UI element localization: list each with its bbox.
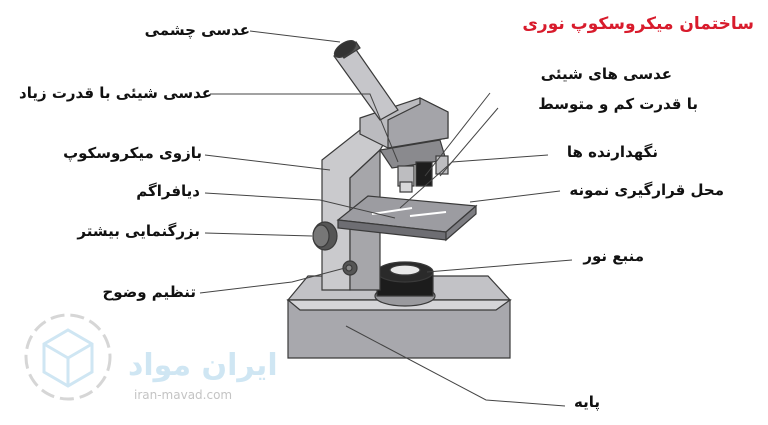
microscope-head: [333, 40, 449, 149]
coarse-focus-knob: [312, 221, 338, 251]
light-source: [374, 261, 436, 307]
label-base: پایه: [574, 393, 600, 411]
watermark-logo-icon: [24, 313, 112, 401]
label-diaphragm: دیافراگم: [136, 182, 200, 200]
leader-lines: [199, 30, 573, 407]
objective-turret: [378, 139, 449, 193]
label-light-source: منبع نور: [583, 247, 644, 265]
label-eyepiece: عدسی چشمی: [144, 21, 250, 39]
watermark-url: iran-mavad.com: [134, 388, 233, 402]
label-arm: بازوی میکروسکوپ: [63, 144, 202, 162]
label-stage-clips: نگهدارنده ها: [566, 143, 658, 161]
label-coarse-focus: بزرگنمایی بیشتر: [77, 222, 200, 240]
label-objectives-line1: عدسی های شیئی: [540, 65, 672, 83]
watermark-name: ایران مواد: [128, 348, 278, 383]
label-high-power-objective: عدسی شیئی با قدرت زیاد: [19, 84, 212, 102]
diagram-title: ساختمان میکروسکوپ نوری: [522, 14, 754, 34]
microscope-stage: [336, 195, 478, 242]
fine-focus-knob: [342, 260, 358, 276]
label-stage: محل قرارگیری نمونه: [569, 181, 724, 199]
label-objectives-line2: با قدرت کم و متوسط: [538, 95, 698, 113]
label-fine-focus: تنظیم وضوح: [102, 283, 196, 301]
